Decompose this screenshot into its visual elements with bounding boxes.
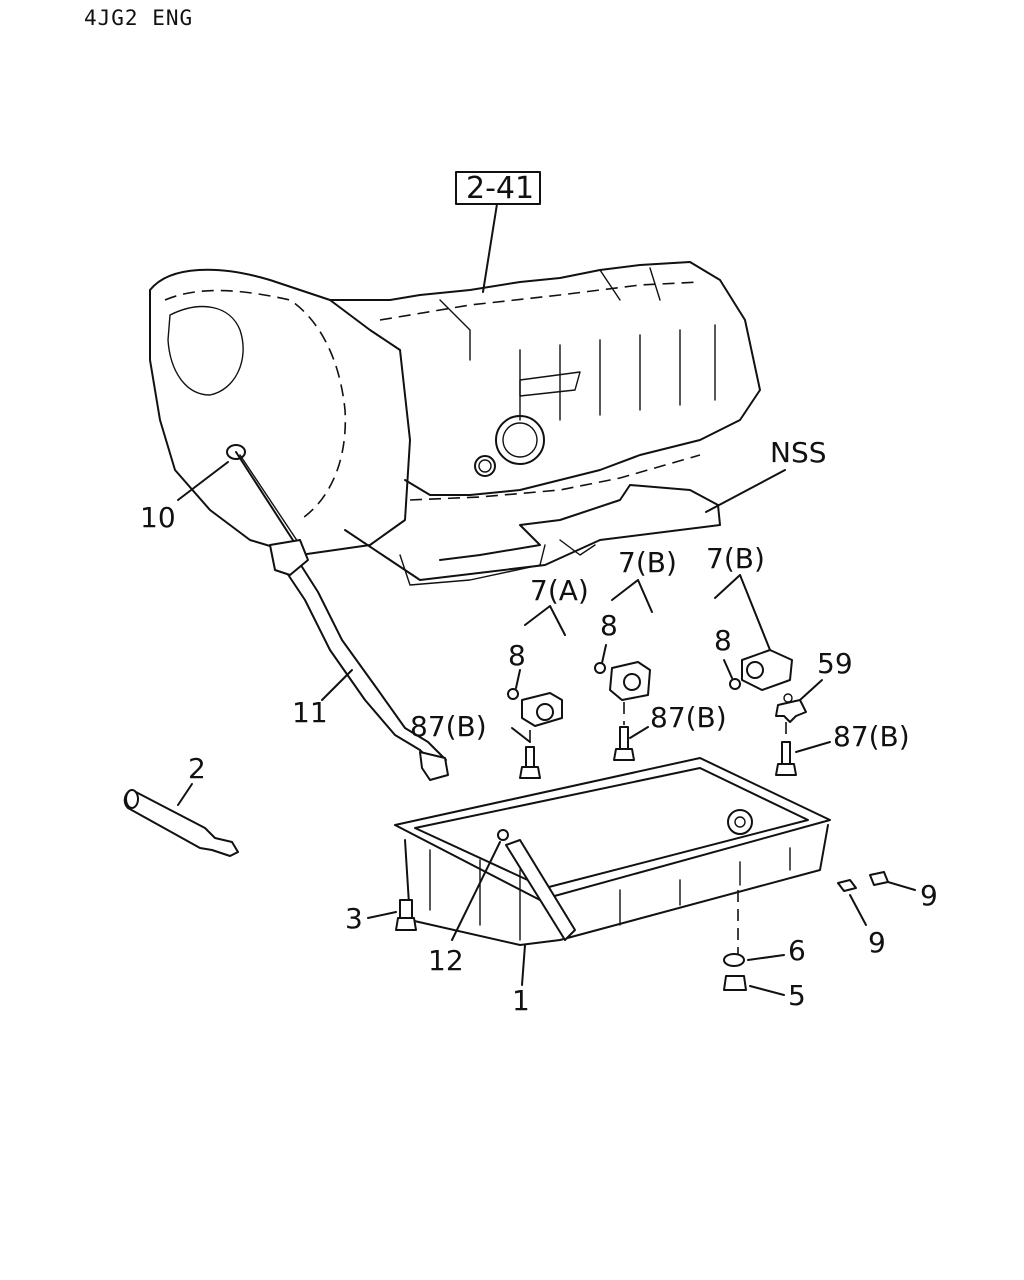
callout-9-b: 9 [868, 926, 886, 959]
leader-nss [705, 469, 786, 513]
callout-11: 11 [292, 696, 328, 729]
part-6-gasket[interactable] [723, 953, 745, 967]
part-1-oil-pan[interactable] [394, 757, 831, 946]
callout-7b-right: 7(B) [706, 542, 765, 575]
part-10-dipstick[interactable] [235, 451, 303, 549]
part-87b-bolt-right[interactable] [775, 741, 797, 776]
part-9-clip-a[interactable] [837, 879, 857, 892]
header-title: 4JG2 ENG [84, 6, 193, 30]
leader-9-a [887, 881, 916, 891]
callout-9-a: 9 [920, 879, 938, 912]
callout-8-b: 8 [600, 609, 618, 642]
callout-87b-center: 87(B) [650, 701, 727, 734]
part-7b-solenoid-center[interactable] [609, 661, 651, 701]
leader-8-c [723, 659, 733, 679]
leader-1 [521, 944, 526, 986]
leader-59 [799, 679, 823, 701]
leader-8-a [515, 669, 521, 689]
reference-box[interactable]: 2-41 [455, 171, 541, 293]
callout-8-a: 8 [508, 639, 526, 672]
part-8-o-ring-a[interactable] [507, 688, 519, 700]
leader-11 [321, 669, 353, 701]
callout-1: 1 [512, 984, 530, 1017]
leader-7b-center [611, 579, 653, 613]
leader-87b-right [795, 741, 831, 753]
leader-5 [749, 985, 785, 996]
callout-5: 5 [788, 979, 806, 1012]
transmission-assembly [149, 261, 761, 586]
callout-87b-right: 87(B) [833, 720, 910, 753]
part-59-bracket[interactable] [775, 693, 807, 723]
part-9-clip-b[interactable] [869, 871, 889, 886]
leader-87b-center [629, 726, 649, 739]
leader-87b-left [511, 727, 531, 743]
leader-6 [747, 954, 785, 961]
reference-box-label: 2-41 [466, 171, 534, 206]
part-87b-bolt-left[interactable] [519, 746, 541, 779]
callout-7b-center: 7(B) [618, 546, 677, 579]
leader-7b-right [714, 574, 771, 651]
part-5-drain-plug[interactable] [723, 975, 747, 991]
callout-7a: 7(A) [530, 574, 589, 607]
part-2-sealant-tube[interactable] [123, 789, 239, 857]
leader-9-b [849, 894, 867, 926]
callout-12: 12 [428, 944, 464, 977]
part-87b-bolt-center[interactable] [613, 726, 635, 761]
callout-6: 6 [788, 934, 806, 967]
leader-2 [177, 783, 193, 806]
leader-10 [177, 461, 229, 501]
part-8-o-ring-c[interactable] [729, 678, 741, 690]
callout-2: 2 [188, 752, 206, 785]
part-8-o-ring-b[interactable] [594, 662, 606, 674]
callout-59: 59 [817, 647, 853, 680]
callout-10: 10 [140, 501, 176, 534]
leader-7a [524, 605, 566, 636]
part-7b-solenoid-right[interactable] [741, 649, 793, 691]
callout-nss: NSS [770, 436, 827, 469]
callout-87b-left: 87(B) [410, 710, 487, 743]
part-12-o-ring[interactable] [497, 829, 509, 841]
leader-12 [451, 841, 501, 941]
part-3-bolt[interactable] [395, 899, 417, 931]
part-11-dipstick-tube[interactable] [269, 539, 449, 781]
leader-3 [367, 911, 397, 919]
part-7a-solenoid[interactable] [521, 692, 563, 727]
callout-8-c: 8 [714, 624, 732, 657]
leader-8-b [601, 644, 607, 664]
callout-3: 3 [345, 902, 363, 935]
